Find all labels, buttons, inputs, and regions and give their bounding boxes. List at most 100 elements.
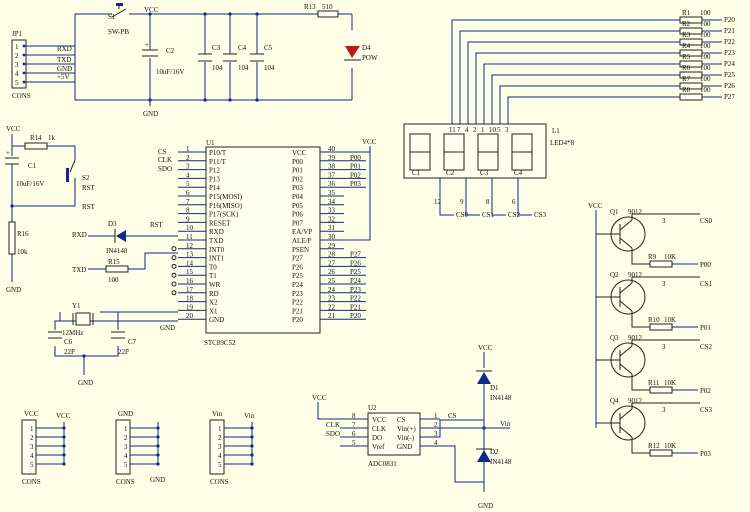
jp1-net-gnd: GND xyxy=(57,65,72,73)
reset-wires xyxy=(11,134,76,282)
u1-pin-num-28: 28 xyxy=(328,251,336,259)
transistor-part-q4: 9012 xyxy=(628,397,643,405)
u1-pin-name-7: P16(MISO) xyxy=(209,202,243,210)
jp1-pin-5: 5 xyxy=(15,79,19,87)
s2-val: RST xyxy=(82,184,96,192)
u1-pin-name-13: INT1 xyxy=(209,255,225,263)
power-rails xyxy=(74,13,353,101)
u1-pin-name-2: P11/T xyxy=(209,158,227,166)
jp1-wires xyxy=(26,45,75,83)
u1-pin-name-31: EA/VP xyxy=(292,228,312,236)
reset-circuit: VCC R14 1k + C1 10uF/16V S2 RST RST R16 … xyxy=(5,125,96,294)
u1-pin-num-20: 20 xyxy=(186,312,194,320)
display-seg-pin-6: 6 xyxy=(512,198,516,206)
svg-text:1: 1 xyxy=(124,425,128,433)
u1-part: STC89C52 xyxy=(204,339,236,347)
d4-led xyxy=(345,46,360,58)
seg-res-ref-r1: R1 xyxy=(682,9,691,17)
u1-pin-name-24: P23 xyxy=(292,290,303,298)
u1-net-p23: P23 xyxy=(350,286,361,294)
display-top-pin-7: 7 xyxy=(457,126,461,134)
u1-pin-name-1: P10/T xyxy=(209,149,227,157)
seg-res-net-p24: P24 xyxy=(724,60,735,68)
jp1-net-5v: +5V xyxy=(57,73,70,81)
adc-pin-num-5: 5 xyxy=(352,439,356,447)
transistor-cs-q4: CS3 xyxy=(700,406,713,414)
digit-label-c3: C3 xyxy=(480,169,489,177)
d3-diode xyxy=(116,230,126,242)
u1-pin-name-16: WR xyxy=(209,281,221,289)
u1-net-p25: P25 xyxy=(350,268,361,276)
u1-pin-name-9: RESET xyxy=(209,219,231,227)
reset-net-rst: RST xyxy=(82,203,96,211)
display-top-pin-10: 10 xyxy=(489,126,497,134)
d1-ref: D1 xyxy=(490,384,499,392)
u1-pin-num-7: 7 xyxy=(186,198,190,206)
adc-pin-name-3: Vin(-) xyxy=(397,434,415,442)
u1-pin-num-27: 27 xyxy=(328,259,336,267)
u1-pin-name-19: X1 xyxy=(209,307,218,315)
transistor-cs-q2: CS1 xyxy=(700,280,713,288)
u1-net-p27: P27 xyxy=(350,251,361,259)
u1-pin-name-23: P22 xyxy=(292,299,303,307)
u1-net-p26: P26 xyxy=(350,259,361,267)
u1-net-cs: CS xyxy=(158,148,167,156)
seg-res-val-r1: 100 xyxy=(700,9,711,17)
c1-plates xyxy=(5,157,19,165)
u1-pin-name-21: P20 xyxy=(292,316,303,324)
u1-pin-name-11: TXD xyxy=(209,237,223,245)
u1-net-p02: P02 xyxy=(350,171,361,179)
seg-res-ref-r6: R6 xyxy=(682,64,691,72)
u1-pin-num-18: 18 xyxy=(186,295,194,303)
seg-res-val-r7: 100 xyxy=(700,75,711,83)
r13-val: 510 xyxy=(322,3,333,11)
jp1-name: CONS xyxy=(12,92,31,100)
svg-text:1: 1 xyxy=(30,425,34,433)
u1-ref: U1 xyxy=(206,139,215,147)
u1-pin-num-33: 33 xyxy=(328,207,336,215)
c6-val: 22P xyxy=(64,348,75,356)
u1-pin-name-29: PSEN xyxy=(292,246,309,254)
svg-text:4: 4 xyxy=(30,452,34,460)
y1-val: 12MHz xyxy=(62,329,83,337)
display-part: LED4*8 xyxy=(550,139,575,147)
r14-body xyxy=(24,142,48,150)
vcc-label-top: VCC xyxy=(144,6,159,14)
u1-pin-num-14: 14 xyxy=(186,259,194,267)
transistor-ref-q2: Q2 xyxy=(610,271,619,279)
display-cs-3: CS3 xyxy=(534,211,547,219)
u1-pin-name-10: RXD xyxy=(209,228,224,236)
bypass-cap-plates xyxy=(198,53,264,62)
u1-pin-name-14: T0 xyxy=(209,263,217,271)
seg-res-net-p25: P25 xyxy=(724,71,735,79)
u1-pin-name-6: P15(MOSI) xyxy=(209,193,243,201)
seg-res-val-r3: 100 xyxy=(700,31,711,39)
seg-res-ref-r5: R5 xyxy=(682,53,691,61)
u1-pin-num-23: 23 xyxy=(328,295,336,303)
transistor-part-q1: 9012 xyxy=(628,208,643,216)
u1-pin-name-35: P04 xyxy=(292,193,303,201)
display-top-pin-3: 3 xyxy=(505,126,509,134)
adc-pin-name-8: VCC xyxy=(372,416,387,424)
adc-ref: U2 xyxy=(368,404,377,412)
u1-pin-num-6: 6 xyxy=(186,189,190,197)
u1-net-txd: TXD xyxy=(72,266,86,274)
u1-pin-num-11: 11 xyxy=(186,233,193,241)
u1-pin-num-10: 10 xyxy=(186,224,194,232)
bypass-caps: C3 C4 C5 104 104 104 xyxy=(198,14,275,100)
adc-pin-num-8: 8 xyxy=(352,412,356,420)
u1-pin-name-30: ALE/P xyxy=(292,237,312,245)
r14-ref: R14 xyxy=(30,134,42,142)
transistor-ref-q3: Q3 xyxy=(610,334,619,342)
transistor-cs-q1: CS0 xyxy=(700,217,713,225)
svg-text:2: 2 xyxy=(30,434,34,442)
u1-pin-name-39: P00 xyxy=(292,158,303,166)
display-top-pin-4: 4 xyxy=(465,126,469,134)
header-name-2: CONS xyxy=(210,478,229,486)
adc-pin-name-1: CS xyxy=(397,416,406,424)
adc-wires xyxy=(317,352,510,492)
adc-vin-net: Vin xyxy=(500,420,511,428)
